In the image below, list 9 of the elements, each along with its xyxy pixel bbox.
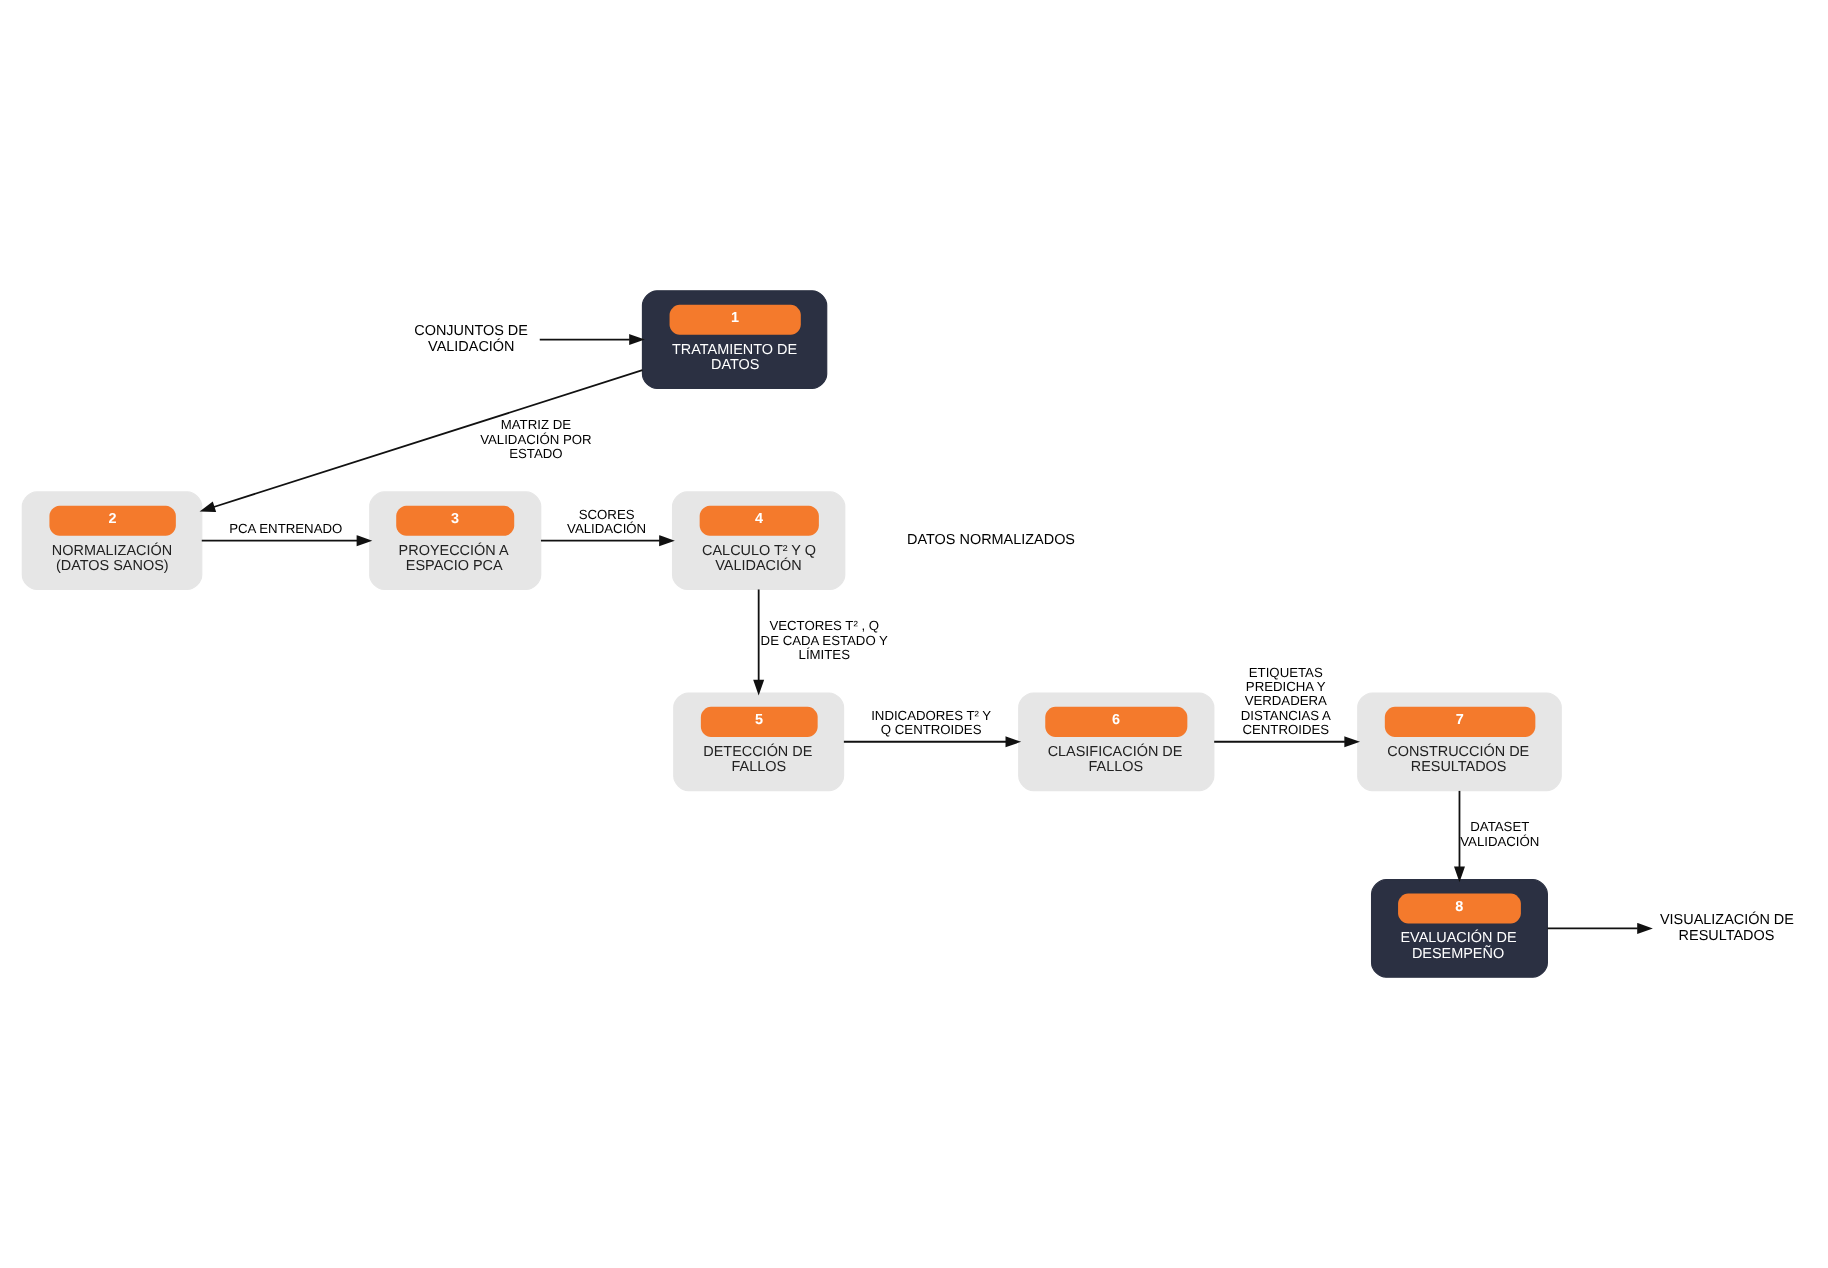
arrow <box>538 334 645 346</box>
arrow <box>842 736 1022 748</box>
arrow <box>200 535 373 547</box>
arrow <box>1213 736 1360 748</box>
arrow <box>753 588 765 696</box>
arrow <box>199 369 644 512</box>
arrow <box>1454 790 1465 883</box>
arrow <box>540 535 675 547</box>
arrow <box>1546 922 1653 934</box>
